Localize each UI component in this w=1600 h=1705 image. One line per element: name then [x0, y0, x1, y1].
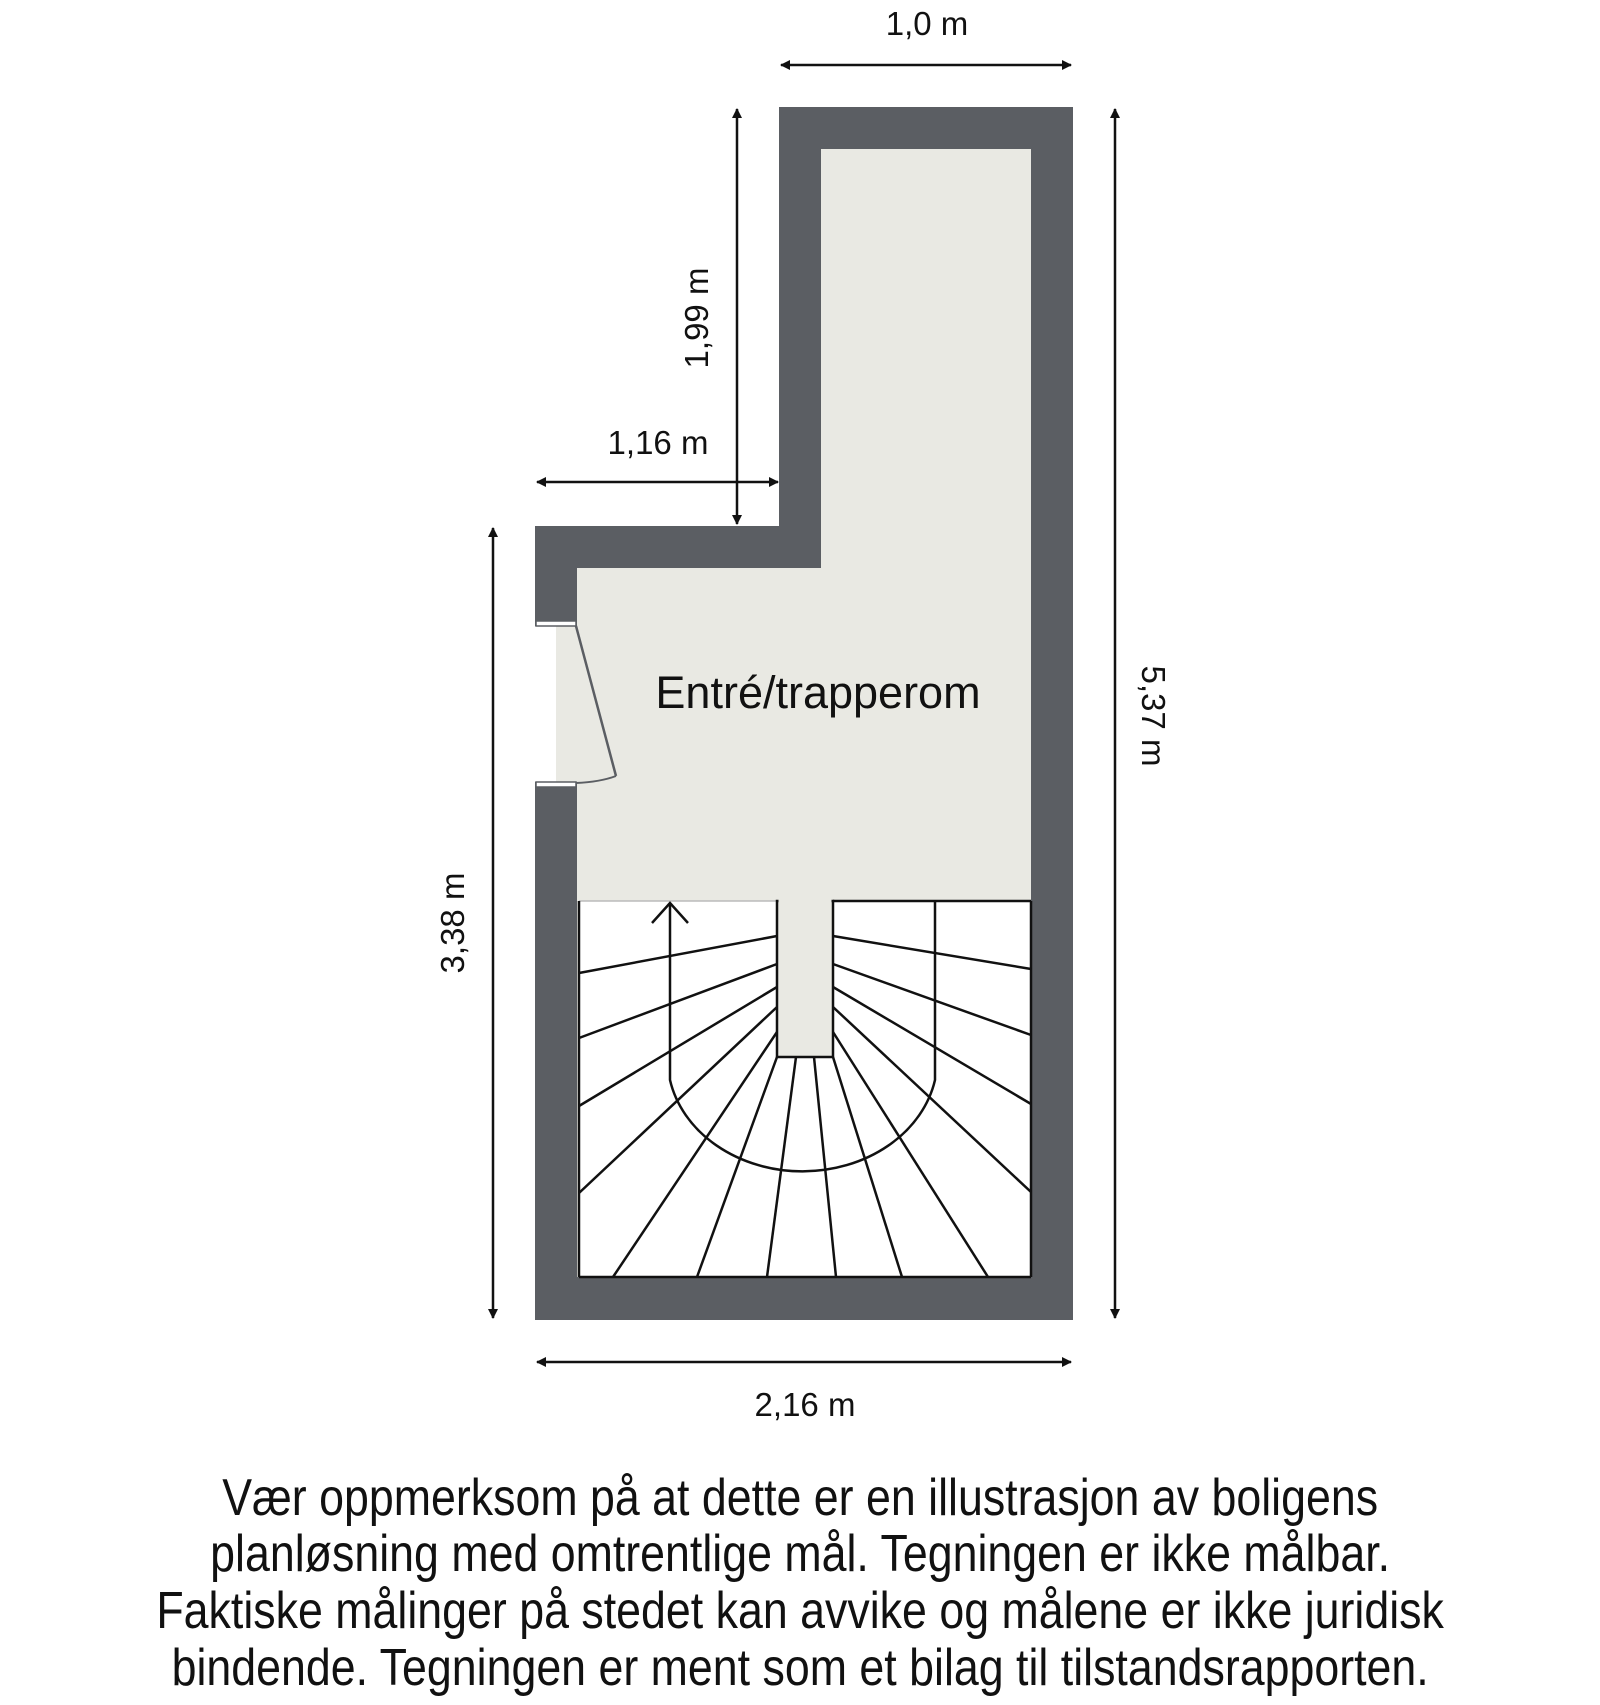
stair-newel — [775, 899, 835, 1059]
disclaimer-line: bindende. Tegningen er ment som et bilag… — [171, 1639, 1429, 1697]
disclaimer-line: Faktiske målinger på stedet kan avvike o… — [156, 1582, 1444, 1640]
floor-plan — [488, 60, 1120, 1367]
door-leaf — [574, 625, 618, 777]
stair-up-arrow-icon — [651, 901, 689, 924]
dim-top-width-label: 1,0 m — [885, 5, 969, 42]
room-label: Entré/trapperom — [655, 667, 981, 718]
dimension-lines — [488, 60, 1120, 1367]
door-swing-arc — [575, 775, 617, 784]
staircase — [577, 898, 1033, 1279]
stair-walkline — [668, 901, 937, 1173]
entrance-door[interactable] — [534, 620, 618, 788]
disclaimer-line: planløsning med omtrentlige mål. Tegning… — [210, 1525, 1391, 1583]
dim-upper-height-label: 1,99 m — [678, 267, 715, 369]
dim-lower-height-label: 3,38 m — [434, 872, 471, 974]
dim-step-width-label: 1,16 m — [607, 424, 709, 461]
dim-total-height-label: 5,37 m — [1135, 665, 1172, 767]
dim-bottom-width-label: 2,16 m — [754, 1386, 856, 1423]
disclaimer-line: Vær oppmerksom på at dette er en illustr… — [222, 1469, 1379, 1527]
